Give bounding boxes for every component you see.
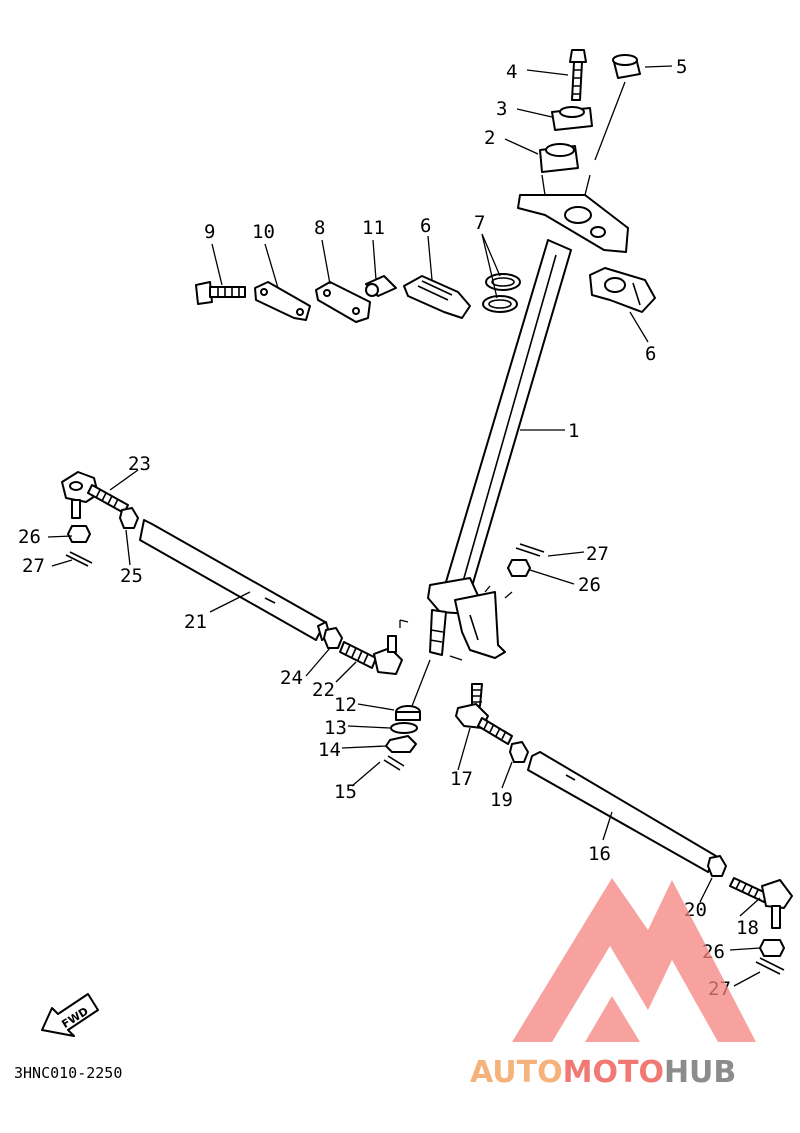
callout-15: 15: [334, 781, 357, 803]
left-tie-rod-assembly: [61, 471, 331, 641]
collar-clamp-bolt-cap: [539, 49, 641, 196]
callout-leader-lines: [47, 65, 761, 987]
callout-labels: 1 2 3 4 5 6 6 7 8 9 10 11 12 13 14 15 16…: [18, 56, 759, 1000]
callout-24: 24: [280, 667, 303, 689]
callout-8: 8: [314, 217, 325, 239]
callout-17: 17: [450, 768, 473, 790]
watermark-triangle-icon: [512, 878, 756, 1042]
callout-11: 11: [362, 217, 385, 239]
callout-27-left: 27: [22, 555, 45, 577]
callout-13: 13: [324, 717, 347, 739]
watermark-triangle-inner-icon: [585, 996, 640, 1042]
watermark-text: AUTOMOTOHUB: [470, 1055, 736, 1090]
watermark-logo: [512, 878, 756, 1042]
drawing-code: 3HNC010-2250: [14, 1064, 122, 1082]
steering-shaft: [399, 239, 572, 661]
lower-nut-stack: [383, 659, 431, 771]
callout-1: 1: [568, 420, 579, 442]
upper-holder: [517, 194, 629, 253]
callout-3: 3: [496, 98, 507, 120]
callout-22: 22: [312, 679, 335, 701]
watermark-part-3: HUB: [664, 1055, 736, 1090]
callout-4: 4: [506, 61, 517, 83]
callout-26-left: 26: [18, 526, 41, 548]
callout-9: 9: [204, 221, 215, 243]
callout-12: 12: [334, 694, 357, 716]
callout-27-center: 27: [586, 543, 609, 565]
watermark-part-2: MOTO: [563, 1055, 664, 1090]
upper-collar-right: [589, 267, 656, 313]
callout-2: 2: [484, 127, 495, 149]
callout-23: 23: [128, 453, 151, 475]
callout-16: 16: [588, 843, 611, 865]
fwd-direction-arrow: FWD: [41, 993, 99, 1037]
watermark-part-1: AUTO: [470, 1055, 563, 1090]
middle-small-parts: [195, 273, 521, 323]
callout-10: 10: [252, 221, 275, 243]
callout-26-center: 26: [578, 574, 601, 596]
callout-6-right: 6: [645, 343, 656, 365]
callout-25: 25: [120, 565, 143, 587]
callout-7: 7: [474, 212, 485, 234]
callout-14: 14: [318, 739, 341, 761]
callout-5: 5: [676, 56, 687, 78]
callout-6-middle: 6: [420, 215, 431, 237]
center-tie-rod-end: [323, 627, 403, 675]
callout-21: 21: [184, 611, 207, 633]
callout-18: 18: [736, 917, 759, 939]
right-tie-rod-assembly: [455, 543, 793, 975]
callout-19: 19: [490, 789, 513, 811]
